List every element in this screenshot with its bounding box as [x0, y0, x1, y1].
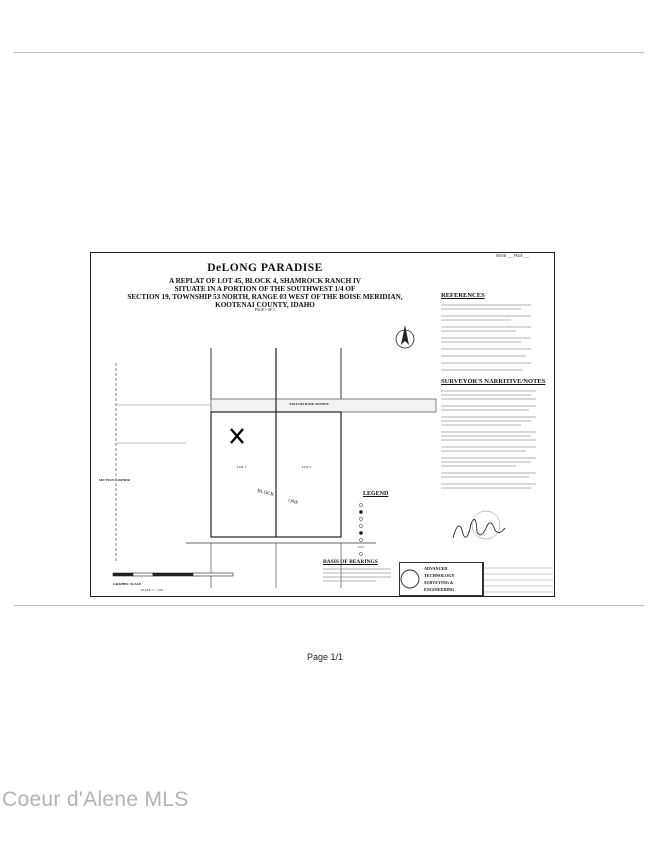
firm-line-4: ENGINEERING [424, 587, 455, 592]
mls-watermark: Coeur d'Alene MLS [2, 788, 189, 811]
plat-subtitle-3: SECTION 19, TOWNSHIP 53 NORTH, RANGE 03 … [127, 293, 403, 301]
north-arrow-pointer [401, 325, 409, 345]
plat-map-sheet: BOOK ___ PAGE ___ DeLONG PARADISE A REPL… [90, 252, 555, 597]
firm-line-2: TECHNOLOGY [424, 573, 455, 578]
page-bottom-rule [14, 605, 644, 606]
graphic-scale-bar [112, 572, 234, 577]
firm-title-block: ADVANCED TECHNOLOGY SURVEYING & ENGINEER… [399, 562, 483, 596]
page-label: Page 1/1 [306, 652, 344, 662]
legend-heading: LEGEND [363, 491, 389, 497]
references-text-lines [441, 304, 531, 371]
page-top-rule [14, 52, 644, 53]
subject-x-mark [230, 428, 244, 444]
drawing-info-box [483, 562, 554, 596]
firm-line-3: SURVEYING & [424, 580, 454, 585]
plat-subtitle-2: SITUATE IN A PORTION OF THE SOUTHWEST 1/… [174, 285, 356, 293]
plat-title: DeLONG PARADISE [207, 262, 323, 274]
plat-page-of: PAGE 1 OF 2 [255, 308, 275, 312]
surveyor-signature [452, 519, 506, 539]
book-page-label: BOOK ___ PAGE ___ [496, 254, 529, 258]
notes-heading: SURVEYOR'S NARRITIVE/NOTES [441, 378, 546, 385]
surveyor-seal [471, 510, 501, 540]
references-heading: REFERENCES [441, 292, 485, 299]
info-box-lines [483, 567, 553, 593]
firm-logo [400, 569, 420, 589]
scale-title: GRAPHIC SCALE [113, 582, 142, 586]
street-label: YELLOW ROSE AVENUE [289, 402, 329, 406]
plat-subtitle-1: A REPLAT OF LOT 45, BLOCK 4, SHAMROCK RA… [168, 277, 362, 285]
plat-subtitle-4: KOOTENAI COUNTY, IDAHO [215, 301, 315, 309]
section-corner-label: SECTION CORNER [99, 478, 130, 482]
lot-2-label: LOT 2 [302, 465, 312, 469]
plat-drawing [112, 304, 553, 593]
notes-text-lines [441, 390, 536, 489]
scale-text: SCALE: 1" = 100' [141, 588, 164, 592]
bearings-text-lines [323, 568, 391, 582]
legend-symbols [358, 503, 364, 556]
bearings-heading: BASIS OF BEARINGS [323, 559, 378, 565]
lot-1-label: LOT 1 [237, 465, 247, 469]
firm-line-1: ADVANCED [424, 566, 448, 571]
